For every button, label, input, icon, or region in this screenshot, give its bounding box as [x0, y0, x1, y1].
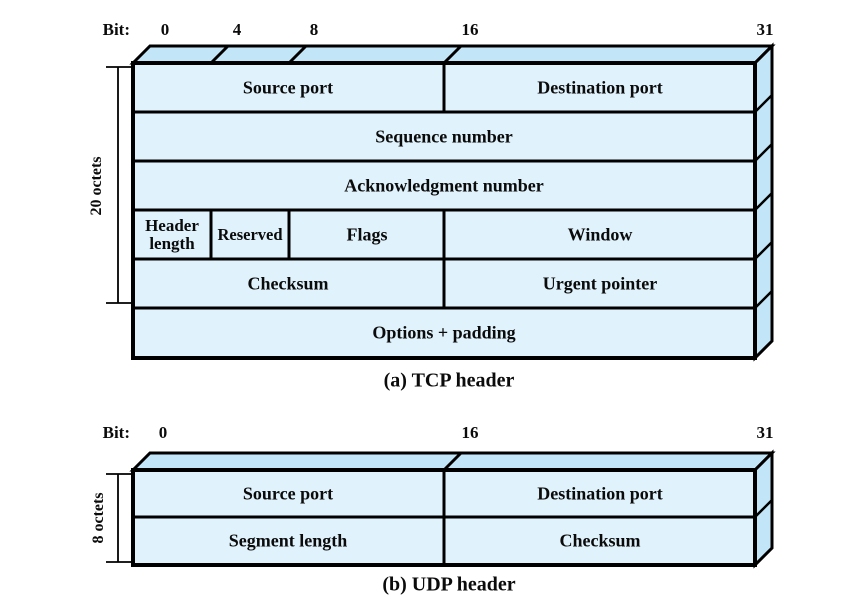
tcp-field-urgent-pointer: Urgent pointer [542, 273, 658, 294]
tcp-bit-number-0: 0 [160, 20, 170, 39]
udp-box [106, 449, 776, 569]
tcp-bit-number-4: 4 [232, 20, 242, 39]
tcp-grid-lines [133, 63, 755, 310]
tcp-field-checksum: Checksum [247, 273, 329, 294]
udp-caption: (b) UDP header [382, 573, 516, 596]
udp-grid-lines [133, 470, 755, 565]
tcp-field-window: Window [567, 224, 633, 245]
tcp-field-destination-port: Destination port [537, 77, 663, 98]
udp-bit-prefix-label: Bit: [102, 423, 130, 442]
udp-field-checksum: Checksum [559, 530, 641, 551]
tcp-bit-number-16: 16 [461, 20, 479, 39]
udp-octets-bracket [106, 473, 131, 563]
tcp-bit-prefix-label: Bit: [102, 20, 130, 39]
tcp-box [106, 42, 776, 362]
tcp-field-header-length: Header length [145, 216, 199, 253]
udp-field-source-port: Source port [242, 483, 334, 504]
udp-bit-number-0: 0 [158, 423, 168, 442]
udp-field-segment-length: Segment length [228, 530, 348, 551]
udp-octets-label: 8 octets [90, 492, 107, 544]
udp-side-row-edges [754, 499, 773, 518]
tcp-octets-label: 20 octets [88, 156, 105, 216]
tcp-bit-number-8: 8 [309, 20, 319, 39]
tcp-caption: (a) TCP header [383, 369, 515, 392]
udp-bit-number-16: 16 [461, 423, 479, 442]
tcp-bit-number-31: 31 [756, 20, 774, 39]
tcp-field-source-port: Source port [242, 77, 334, 98]
tcp-field-reserved: Reserved [217, 225, 283, 244]
tcp-side-row-edges [754, 94, 773, 309]
udp-bit-number-31: 31 [756, 423, 774, 442]
tcp-field-flags: Flags [346, 224, 388, 245]
tcp-field-acknowledgment-number: Acknowledgment number [344, 175, 544, 196]
udp-bit-tick-marks [442, 451, 463, 472]
tcp-field-sequence-number: Sequence number [375, 126, 513, 147]
tcp-octets-bracket [106, 66, 131, 304]
udp-field-destination-port: Destination port [537, 483, 663, 504]
tcp-bit-tick-marks [209, 44, 463, 65]
tcp-field-options-padding: Options + padding [372, 322, 516, 343]
